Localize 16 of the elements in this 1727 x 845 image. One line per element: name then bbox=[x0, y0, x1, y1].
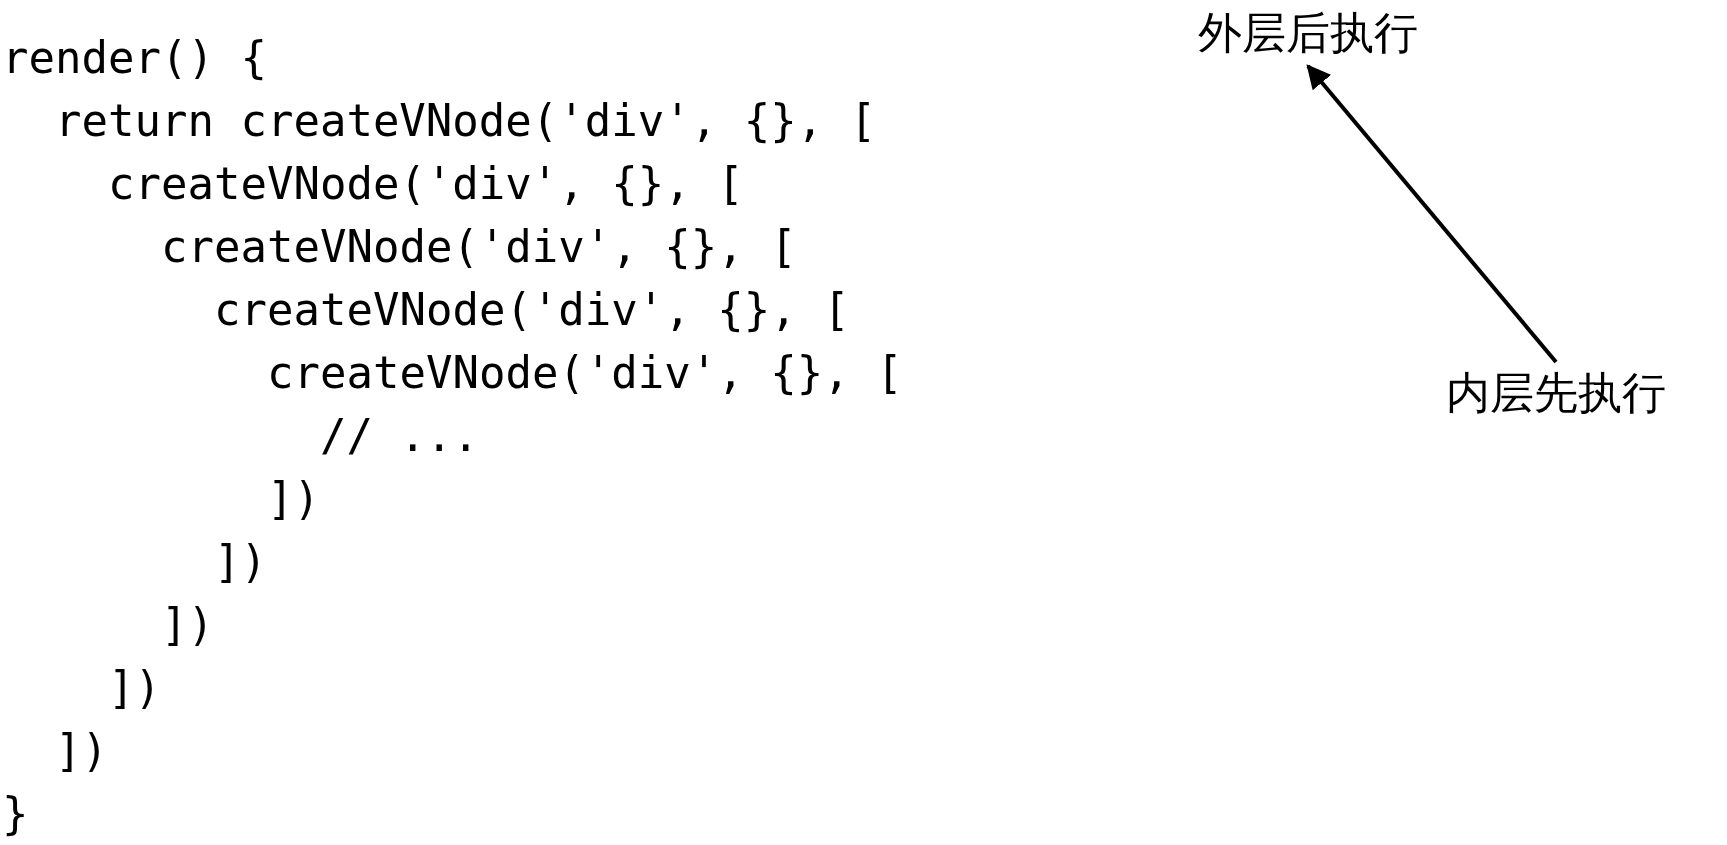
code-line: return createVNode('div', {}, [ bbox=[55, 95, 877, 147]
code-line: // ... bbox=[320, 410, 479, 462]
code-line: ]) bbox=[161, 599, 214, 651]
code-line: render() { bbox=[2, 32, 267, 84]
annotation-text: 内层先执行 bbox=[1446, 368, 1666, 418]
code-line: ]) bbox=[214, 536, 267, 588]
code-line: ]) bbox=[267, 473, 320, 525]
arrow bbox=[1306, 64, 1558, 364]
annotation-text: 外层后执行 bbox=[1198, 8, 1418, 58]
code-line: createVNode('div', {}, [ bbox=[214, 284, 850, 336]
code-line: createVNode('div', {}, [ bbox=[108, 158, 744, 210]
code-line: ]) bbox=[55, 725, 108, 777]
code-line: createVNode('div', {}, [ bbox=[161, 221, 797, 273]
code-line: ]) bbox=[108, 662, 161, 714]
code-line: createVNode('div', {}, [ bbox=[267, 347, 903, 399]
code-line: } bbox=[2, 788, 29, 840]
